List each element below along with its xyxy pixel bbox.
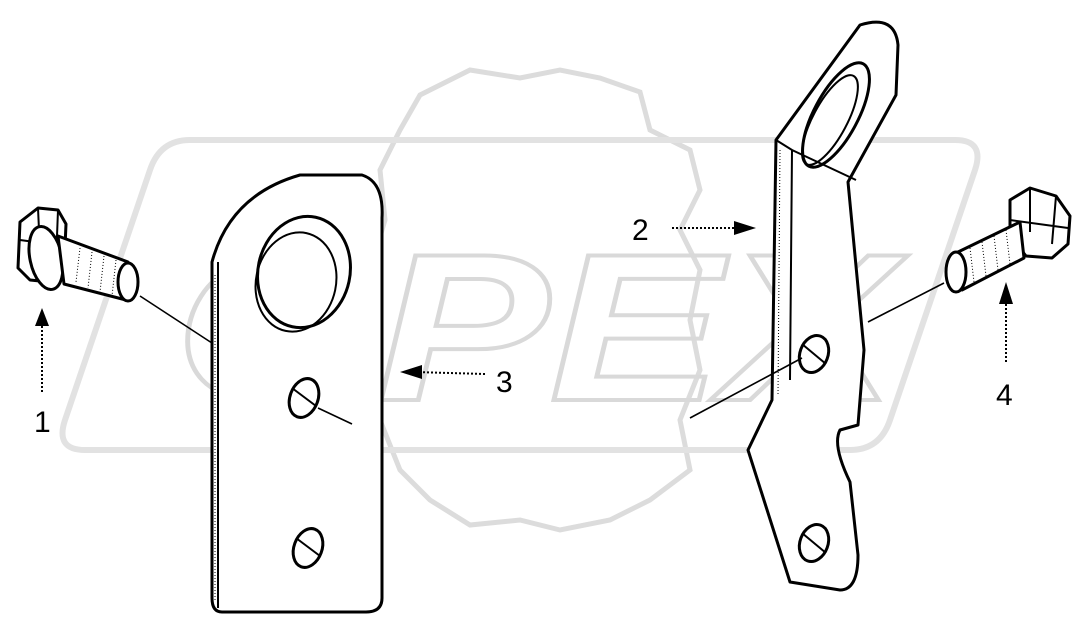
bolt-icon [16,206,140,303]
leader-line-4 [867,282,945,323]
leader-line-3b [317,407,353,425]
callout-label-3: 3 [496,366,513,399]
bracket-plate-icon [210,173,384,614]
callout-arrow-4 [999,282,1013,362]
bent-bracket-icon [746,20,900,592]
leader-line-2b [689,357,803,419]
callout-label-4: 4 [996,379,1013,412]
callout-label-2: 2 [632,214,649,247]
callout-arrow-3 [400,365,486,379]
bolt-icon-4 [944,186,1072,294]
watermark-frame [59,137,981,453]
callout-arrow-2 [672,221,756,235]
callout-arrow-1 [35,308,49,392]
callout-label-1: 1 [34,406,51,439]
leader-line-1 [139,295,216,346]
